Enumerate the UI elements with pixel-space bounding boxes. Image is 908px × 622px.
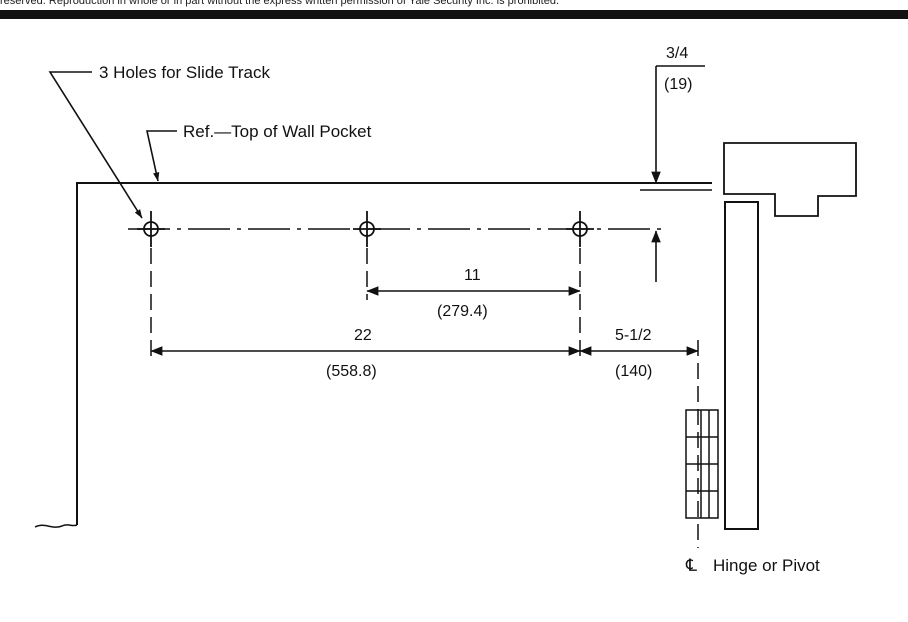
break-line <box>34 524 78 528</box>
hinge-symbol <box>685 409 719 519</box>
holes-leader <box>48 71 143 219</box>
hole-spacing-short-metric: (279.4) <box>437 303 488 320</box>
hole-marker <box>566 211 594 247</box>
header-profile <box>723 142 857 217</box>
hole-marker <box>353 211 381 247</box>
hole-marker <box>137 211 165 247</box>
hole-spacing-long-metric: (558.8) <box>326 363 377 380</box>
header-bar: reserved. Reproduction in whole or in pa… <box>0 0 908 11</box>
reference-leader <box>146 130 177 182</box>
centerline-symbol: ℄ <box>685 556 697 575</box>
copyright-notice: reserved. Reproduction in whole or in pa… <box>0 0 560 7</box>
door-panel <box>724 201 759 530</box>
reference-label: Ref.—Top of Wall Pocket <box>183 122 372 141</box>
header-rule <box>0 10 908 19</box>
holes-label: 3 Holes for Slide Track <box>99 63 271 82</box>
hole-spacing-long-imperial: 22 <box>354 327 372 344</box>
hinge-offset-metric: (140) <box>615 363 652 380</box>
hinge-label: Hinge or Pivot <box>713 556 820 575</box>
hinge-offset-imperial: 5-1/2 <box>615 327 652 344</box>
hole-spacing-short-imperial: 11 <box>464 267 481 284</box>
top-offset-imperial: 3/4 <box>666 45 688 62</box>
wall-pocket-outline <box>76 182 712 525</box>
top-offset-metric: (19) <box>664 76 692 93</box>
